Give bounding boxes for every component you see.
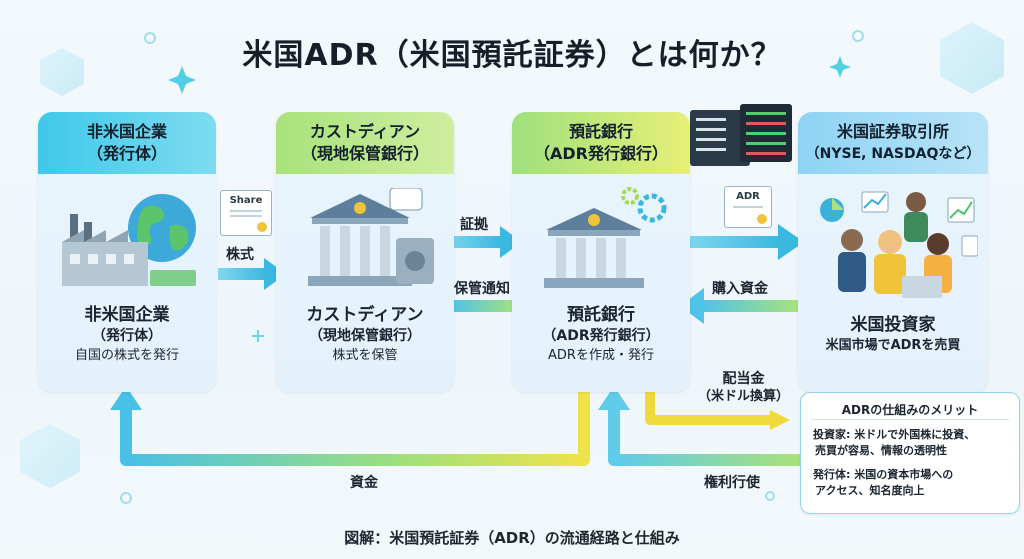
flow-dividend-line1: 配当金 xyxy=(722,371,765,387)
depositary-desc: ADRを作成・発行 xyxy=(548,348,654,363)
exchange-header-line2: （NYSE, NASDAQなど） xyxy=(805,146,981,162)
custodian-header-line2: （現地保管銀行） xyxy=(300,144,429,163)
adr-certificate-icon: ADR xyxy=(724,186,772,228)
depositary-header: 預託銀行 （ADR発行銀行） xyxy=(512,112,690,174)
flow-custody-notice-label: 保管通知 xyxy=(454,281,510,297)
flow-purchase-funds-label: 購入資金 xyxy=(712,281,768,297)
hex-cube-bottom-left xyxy=(20,424,80,488)
issuer-header: 非米国企業 （発行体） xyxy=(38,112,216,174)
benefits-investor-line1: 投資家: 米ドルで外国株に投資、 xyxy=(813,428,976,441)
depositary-name: 預託銀行 xyxy=(567,305,635,325)
adr-card-text: ADR xyxy=(736,191,760,202)
custodian-header-line1: カストディアン xyxy=(309,122,421,141)
exchange-header-line1: 米国証券取引所 xyxy=(836,122,949,141)
exchange-header: 米国証券取引所 （NYSE, NASDAQなど） xyxy=(798,112,988,174)
share-certificate-icon: Share xyxy=(220,190,272,236)
arrow-adr-to-market xyxy=(686,224,804,260)
column-depositary: 預託銀行 （ADR発行銀行） 預託銀行 （ADR発行銀行） ADRを作成・発行 xyxy=(512,112,690,392)
flow-funds-label: 資金 xyxy=(350,475,378,491)
flow-stock-label: 株式 xyxy=(226,247,254,263)
investor-name: 米国投資家 xyxy=(850,315,936,335)
issuer-header-line2: （発行体） xyxy=(86,144,167,163)
custodian-desc: 株式を保管 xyxy=(332,348,398,363)
factory-globe-icon xyxy=(62,194,196,286)
column-issuer: 非米国企業 （発行体） 非米国企業 （発行体） 自国の株式を発行 xyxy=(38,112,216,392)
bank-vault-icon xyxy=(308,188,434,286)
arrow-purchase-funds xyxy=(680,288,798,324)
issuer-role: （発行体） xyxy=(92,328,162,344)
depositary-header-line1: 預託銀行 xyxy=(568,122,633,141)
bank-gears-icon xyxy=(544,187,667,288)
hex-cube-top-right xyxy=(940,22,1004,94)
column-us-exchange: 米国証券取引所 （NYSE, NASDAQなど） 米国投資家 米国市場でADRを… xyxy=(798,112,988,392)
diagram-caption: 図解：米国預託証券（ADR）の流通経路と仕組み xyxy=(344,529,680,547)
flow-dividend-label: 配当金 （米ドル換算） xyxy=(698,370,789,406)
flow-dividend-line2: （米ドル換算） xyxy=(698,389,790,404)
column-custodian: カストディアン （現地保管銀行） カストディアン （現地保管銀行） 株式を保管 xyxy=(276,112,454,392)
benefits-investor-line2: 売買が容易、情報の透明性 xyxy=(815,444,947,457)
page-title: 米国ADR（米国預託証券）とは何か？ xyxy=(242,38,782,73)
investors-icon xyxy=(820,191,978,298)
arrow-stock xyxy=(218,258,286,290)
benefits-issuer: 発行体: 米国の資本市場への アクセス、知名度向上 xyxy=(813,467,1013,499)
arrow-funds-loop xyxy=(110,386,590,466)
benefits-title: ADRの仕組みのメリット xyxy=(841,403,979,417)
arrow-rights xyxy=(598,386,800,466)
benefits-investor: 投資家: 米ドルで外国株に投資、 売買が容易、情報の透明性 xyxy=(813,427,1013,459)
arrow-dividend xyxy=(645,392,790,430)
benefits-issuer-line1: 発行体: 米国の資本市場への xyxy=(813,468,954,481)
investor-desc: 米国市場でADRを売買 xyxy=(825,338,961,353)
share-card-text: Share xyxy=(229,195,263,206)
custodian-role: （現地保管銀行） xyxy=(309,328,421,344)
depositary-role: （ADR発行銀行） xyxy=(542,328,660,344)
hex-cube-top-left xyxy=(40,48,84,96)
custodian-header: カストディアン （現地保管銀行） xyxy=(276,112,454,174)
stock-ticker-screen-icon xyxy=(690,104,792,166)
issuer-desc: 自国の株式を発行 xyxy=(74,348,179,363)
arrow-proof xyxy=(444,226,522,258)
issuer-name: 非米国企業 xyxy=(84,305,170,325)
flow-rights-label: 権利行使 xyxy=(704,475,760,491)
benefits-box: ADRの仕組みのメリット 投資家: 米ドルで外国株に投資、 売買が容易、情報の透… xyxy=(800,392,1020,514)
benefits-issuer-line2: アクセス、知名度向上 xyxy=(815,484,925,497)
flow-proof-label: 証拠 xyxy=(460,217,488,233)
depositary-header-line2: （ADR発行銀行） xyxy=(534,144,668,163)
custodian-name: カストディアン xyxy=(306,305,424,325)
issuer-header-line1: 非米国企業 xyxy=(86,122,167,141)
